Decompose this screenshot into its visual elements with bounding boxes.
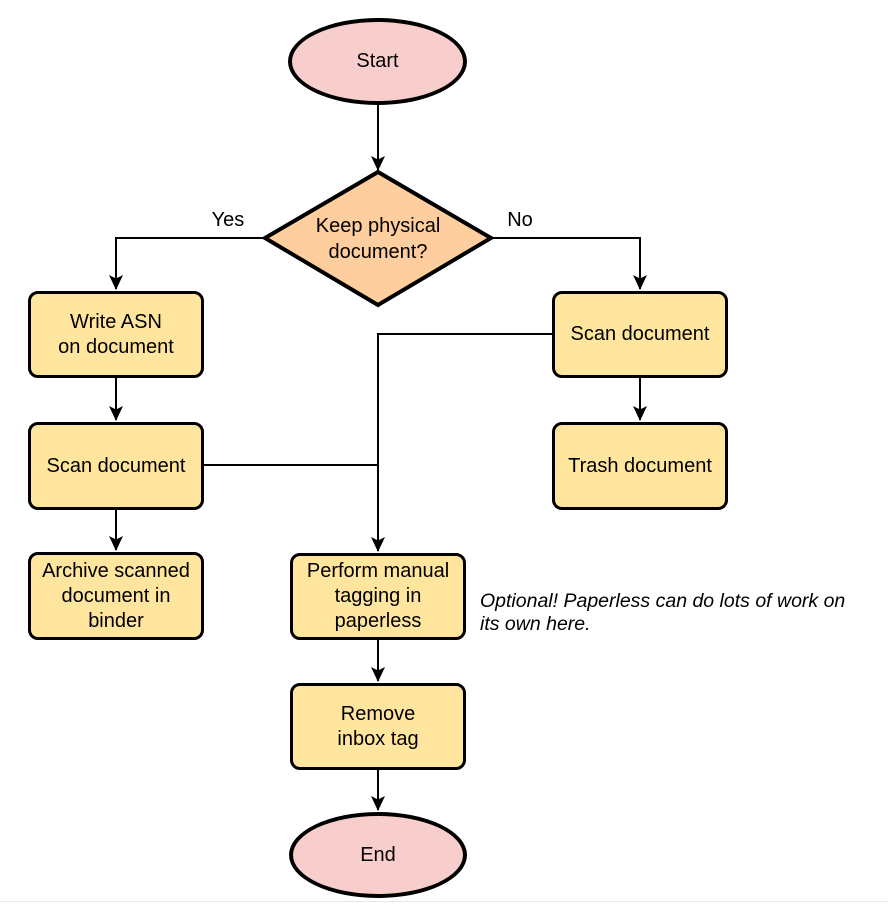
node-scan-document-left: Scan document [28, 422, 204, 510]
bottom-divider [0, 901, 888, 902]
node-archive-binder-label: Archive scanned document in binder [42, 559, 190, 632]
node-decision-label: Keep physical document? [315, 214, 441, 263]
node-remove-inbox-tag: Remove inbox tag [290, 683, 466, 770]
node-scan-document-left-label: Scan document [46, 454, 186, 477]
node-write-asn-label: Write ASN on document [58, 310, 174, 358]
edge-label-no: No [507, 209, 533, 231]
node-trash-document: Trash document [552, 422, 728, 510]
decision-diamond-shape [261, 169, 495, 308]
node-archive-binder: Archive scanned document in binder [28, 552, 204, 640]
edge-decision-yes-to-write-asn [109, 237, 266, 290]
node-scan-document-right: Scan document [552, 291, 728, 378]
node-remove-inbox-tag-label: Remove inbox tag [337, 702, 419, 750]
edge-label-yes: Yes [211, 209, 245, 231]
edge-scan-right-to-tagging [371, 333, 552, 552]
edge-decision-no-to-scan-right [490, 237, 647, 290]
node-write-asn: Write ASN on document [28, 291, 204, 378]
node-end-label: End [360, 843, 396, 866]
node-scan-document-right-label: Scan document [570, 323, 710, 345]
node-trash-document-label: Trash document [568, 454, 712, 477]
node-start-label: Start [356, 50, 399, 72]
node-decision: Keep physical document? [265, 172, 491, 305]
node-manual-tagging: Perform manual tagging in paperless [290, 553, 466, 640]
optional-annotation: Optional! Paperless can do lots of work … [480, 590, 846, 635]
node-manual-tagging-label: Perform manual tagging in paperless [306, 560, 450, 632]
node-start: Start [288, 18, 467, 105]
node-end: End [289, 812, 467, 898]
